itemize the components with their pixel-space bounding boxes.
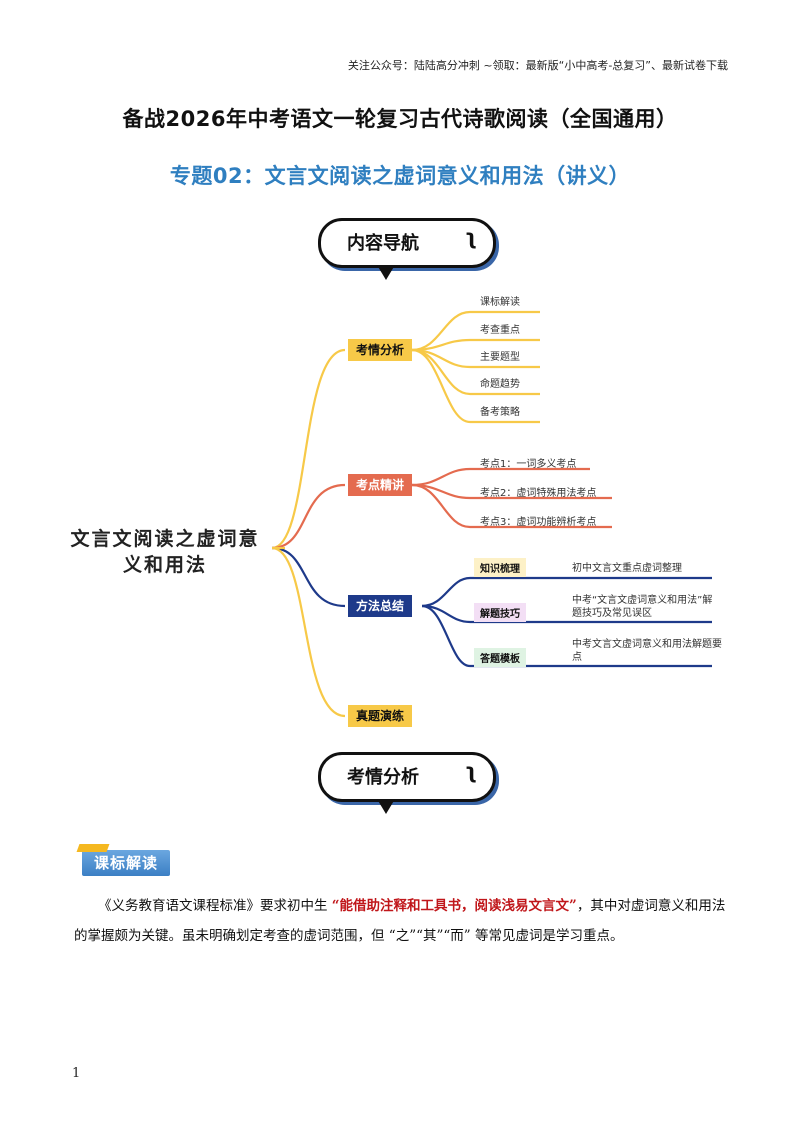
branch-kaoqing: 考情分析 [348,339,413,361]
branch-zhenti: 真题演练 [348,705,413,727]
pen-doodle-icon: ʅ [464,759,477,783]
leaf-celue: 备考策略 [480,407,520,418]
page-number: 1 [72,1066,81,1081]
bubble-tail [377,799,395,814]
connector-kaoqing [271,348,346,550]
section-bubble: 考情分析 ʅ [318,752,496,814]
leaf-tixing: 主要题型 [480,352,520,363]
para-after: ，其中对虚词意义和用法的掌握颇为关键。虽未明确划定考查的虚词范围，但 “之”“其… [74,898,726,944]
branch-fangfa: 方法总结 [348,595,413,617]
section-tag: 课标解读 [82,850,171,876]
para-highlight: “能借助注释和工具书，阅读浅易文言文” [331,898,577,914]
bubble-tail [377,265,395,280]
header-note: 关注公众号：陆陆高分冲刺 ~领取：最新版“小中高考-总复习”、最新试卷下载 [347,59,728,72]
tag-moban: 答题模板 [474,648,526,667]
page-subtitle: 专题02：文言文阅读之虚词意义和用法（讲义） [169,164,631,188]
item-jiqiao-text: 中考“文言文虚词意义和用法”解题技巧及常见误区 [572,595,713,619]
connector-kaodian [271,483,346,550]
connector-zhenti [271,546,346,718]
para-before: 《义务教育语文课程标准》要求初中生 [98,898,332,914]
item-zhishi-text: 初中文言文重点虚词整理 [572,563,682,574]
leaf-kaodian-3: 考点3：虚词功能辨析考点 [480,517,597,528]
pen-doodle-icon: ʅ [464,225,477,249]
leaf-kaodian-1: 考点1：一词多义考点 [480,459,577,470]
item-moban-text: 中考文言文虚词意义和用法解题要点 [572,639,722,663]
leaf-kebiao: 课标解读 [480,297,520,308]
section-bubble-label: 考情分析 [347,767,419,788]
page-title: 备战2026年中考语文一轮复习古代诗歌阅读（全国通用） [122,107,678,131]
nav-bubble: 内容导航 ʅ [318,218,496,280]
tag-jiqiao: 解题技巧 [474,603,526,622]
leaf-qushi: 命题趋势 [480,379,520,390]
nav-bubble-label: 内容导航 [347,233,419,254]
tag-zhishi: 知识梳理 [474,558,526,577]
leaf-kaodian-2: 考点2：虚词特殊用法考点 [480,488,597,499]
connector-fangfa [271,546,346,608]
body-paragraph: 《义务教育语文课程标准》要求初中生 “能借助注释和工具书，阅读浅易文言文”，其中… [74,891,728,951]
mindmap-root: 文言文阅读之虚词意义和用法 [70,528,260,576]
leaf-kaocha: 考查重点 [480,325,520,336]
branch-kaodian: 考点精讲 [348,474,413,496]
